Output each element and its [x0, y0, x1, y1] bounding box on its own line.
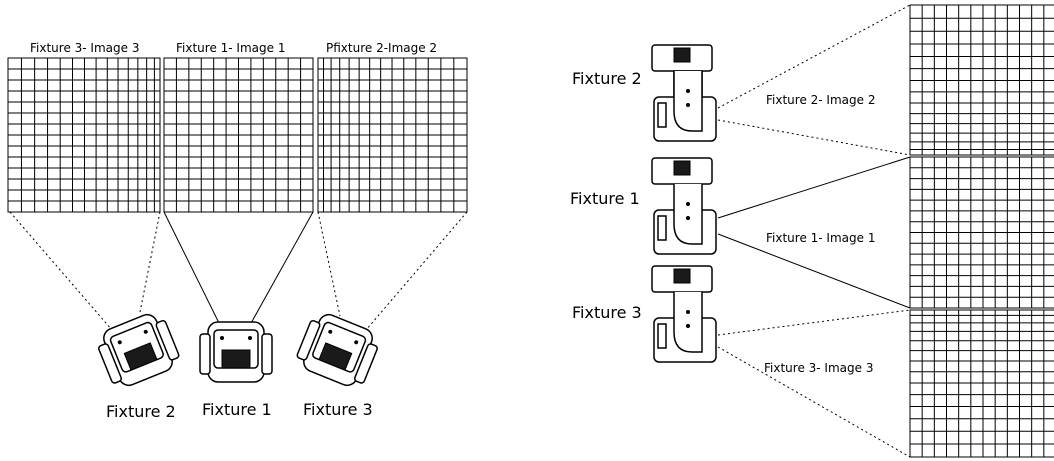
right-beams [717, 4, 911, 458]
right-image-label-3: Fixture 3- Image 3 [764, 361, 873, 375]
left-image-label-3: Fixture 3- Image 3 [30, 41, 139, 55]
left-fixture-label-1: Fixture 1 [202, 400, 272, 419]
left-fixture-3-icon [296, 313, 378, 387]
left-beams [9, 211, 468, 331]
left-image-label-1: Fixture 1- Image 1 [176, 41, 285, 55]
left-fixture-1-icon [199, 321, 273, 383]
right-fixture-label-2: Fixture 2 [572, 69, 642, 88]
right-fixture-1-icon [651, 157, 717, 255]
left-grid-image-2 [317, 57, 468, 213]
right-fixture-label-3: Fixture 3 [572, 303, 642, 322]
left-image-label-2: Pfixture 2-Image 2 [326, 41, 437, 55]
right-fixture-label-1: Fixture 1 [570, 189, 640, 208]
right-image-label-1: Fixture 1- Image 1 [766, 231, 875, 245]
left-grid-image-1 [163, 57, 314, 213]
right-image-label-2: Fixture 2- Image 2 [766, 93, 875, 107]
right-grid-image-2 [909, 4, 1054, 156]
right-fixture-3-icon [651, 265, 717, 363]
right-fixture-2-icon [651, 44, 717, 142]
left-fixture-2-icon [98, 313, 180, 387]
left-fixture-label-3: Fixture 3 [303, 400, 373, 419]
right-grid-image-1 [909, 156, 1054, 309]
right-grid-image-3 [909, 309, 1054, 458]
left-grid-image-3 [7, 57, 161, 213]
left-fixture-label-2: Fixture 2 [106, 402, 176, 421]
